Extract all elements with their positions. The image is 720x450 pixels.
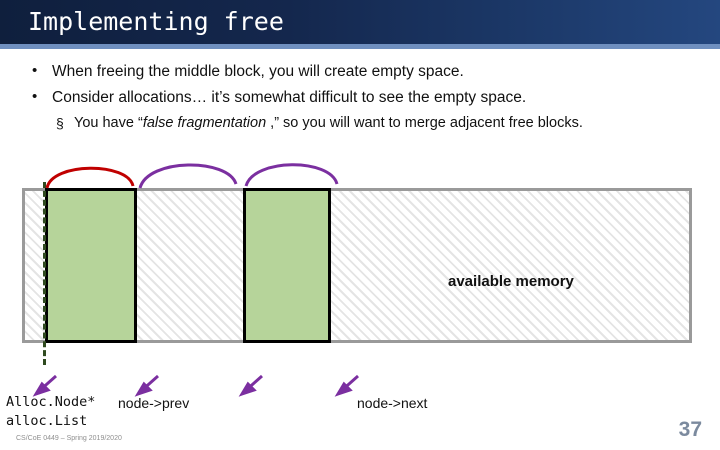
allocated-block-2 [243, 188, 331, 343]
pointer-head-alloclist [32, 381, 51, 397]
pointer-head-prev [134, 381, 153, 397]
purple-arc-1 [138, 163, 238, 189]
page-title: Implementing free [28, 7, 284, 36]
label-node-next: node->next [357, 395, 428, 411]
allocated-block-1 [45, 188, 137, 343]
purple-arc-2 [244, 163, 339, 187]
title-accent-bar [0, 44, 720, 49]
slide-title-bar: Implementing free [0, 0, 720, 44]
pointer-head-cur [238, 381, 257, 397]
sub-bullet-emphasis: false fragmentation [142, 115, 267, 131]
label-alloc-node: Alloc.Node* [6, 394, 96, 410]
slide-number: 37 [678, 418, 702, 441]
pointer-line-cur [243, 374, 263, 394]
slide-footer: CS/CoE 0449 – Spring 2019/2020 [16, 435, 122, 442]
bullet-item-1: When freeing the middle block, you will … [0, 61, 720, 81]
sub-bullet-suffix: ,” so you will want to merge adjacent fr… [266, 115, 583, 131]
pointer-line-prev [139, 374, 159, 394]
pointer-line-alloclist [37, 374, 57, 394]
alloc-list-head-marker [43, 182, 46, 365]
red-arc-head [45, 166, 135, 189]
bullet-item-2: Consider allocations… it’s somewhat diff… [0, 87, 720, 107]
sub-bullet-prefix: You have “ [74, 115, 143, 131]
sub-bullet-item: You have “false fragmentation ,” so you … [0, 114, 720, 132]
memory-diagram: available memory [0, 160, 720, 410]
available-memory-label: available memory [448, 273, 574, 290]
pointer-line-next [339, 374, 359, 394]
label-alloc-list: alloc.List [6, 413, 88, 429]
pointer-head-next [334, 381, 353, 397]
bullet-list: When freeing the middle block, you will … [0, 61, 720, 132]
label-node-prev: node->prev [118, 395, 190, 411]
